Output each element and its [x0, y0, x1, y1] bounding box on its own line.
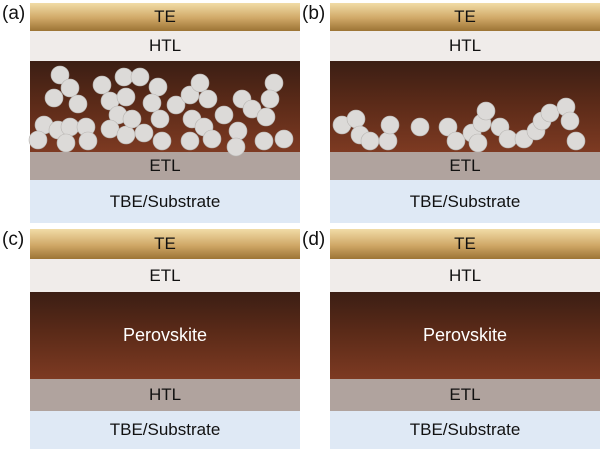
nanoparticles-a [28, 65, 294, 157]
nanoparticle [116, 125, 136, 145]
nanoparticle [468, 133, 488, 153]
nanoparticle [228, 121, 248, 141]
substrate-layer: TBE/Substrate [330, 411, 600, 449]
nanoparticle [116, 87, 136, 107]
nanoparticles-b [332, 97, 586, 153]
etl-layer: ETL [330, 152, 600, 180]
etl-layer: ETL [330, 379, 600, 411]
nanoparticle [446, 131, 466, 151]
nanoparticle [50, 65, 70, 85]
panel-label-b: (b) [302, 3, 326, 24]
nanoparticle [148, 77, 168, 97]
nanoparticle [566, 131, 586, 151]
nanoparticle [242, 99, 262, 119]
nanoparticle [44, 88, 64, 108]
device-stack-c: TE ETL Perovskite HTL TBE/Substrate [30, 229, 300, 449]
nanoparticle [78, 131, 98, 151]
nanoparticle [134, 123, 154, 143]
nanoparticle [68, 94, 88, 114]
nanoparticle [180, 131, 200, 151]
htl-layer: HTL [30, 379, 300, 411]
nanoparticle [152, 131, 172, 151]
device-stack-a: TE HTL ETL TBE/Substrate [28, 3, 300, 223]
nanoparticle [166, 95, 186, 115]
substrate-layer: TBE/Substrate [330, 180, 600, 223]
nanoparticle [60, 78, 80, 98]
nanoparticle [190, 73, 210, 93]
panel-label-d: (d) [302, 229, 326, 250]
htl-layer: HTL [330, 259, 600, 292]
nanoparticle [264, 73, 284, 93]
etl-layer: ETL [30, 259, 300, 292]
etl-layer: ETL [30, 152, 300, 180]
nanoparticle [540, 103, 560, 123]
device-stack-d: TE HTL Perovskite ETL TBE/Substrate [330, 229, 600, 449]
top-electrode-layer: TE [330, 3, 600, 31]
nanoparticle [142, 93, 162, 113]
nanoparticle [114, 67, 134, 87]
nanoparticle [274, 129, 294, 149]
nanoparticle [378, 131, 398, 151]
nanoparticle [256, 107, 276, 127]
device-stack-b: TE HTL ETL TBE/Substrate [330, 3, 600, 223]
top-electrode-layer: TE [330, 229, 600, 259]
nanoparticle [476, 101, 496, 121]
nanoparticle [202, 129, 222, 149]
nanoparticle [254, 131, 274, 151]
nanoparticle [100, 119, 120, 139]
nanoparticle [214, 105, 234, 125]
panel-label-a: (a) [2, 3, 26, 24]
nanoparticle [498, 129, 518, 149]
nanoparticle [180, 85, 200, 105]
nanoparticle [28, 130, 48, 150]
nanoparticle [260, 89, 280, 109]
nanoparticle [60, 117, 80, 137]
nanoparticle [226, 137, 246, 157]
top-electrode-layer: TE [30, 3, 300, 31]
nanoparticle [122, 109, 142, 129]
nanoparticle [560, 111, 580, 131]
nanoparticle [360, 131, 380, 151]
nanoparticle [380, 115, 400, 135]
panel-label-c: (c) [2, 229, 25, 250]
top-electrode-layer: TE [30, 229, 300, 259]
nanoparticle [438, 117, 458, 137]
htl-layer: HTL [330, 31, 600, 61]
substrate-layer: TBE/Substrate [30, 180, 300, 223]
substrate-layer: TBE/Substrate [30, 411, 300, 449]
nanoparticle [346, 109, 366, 129]
perovskite-layer: Perovskite [30, 292, 300, 379]
nanoparticle [130, 67, 150, 87]
nanoparticle [92, 75, 112, 95]
nanoparticle [56, 133, 76, 153]
nanoparticle [198, 89, 218, 109]
htl-layer: HTL [30, 31, 300, 61]
nanoparticle [410, 117, 430, 137]
perovskite-layer: Perovskite [330, 292, 600, 379]
nanoparticle [150, 109, 170, 129]
